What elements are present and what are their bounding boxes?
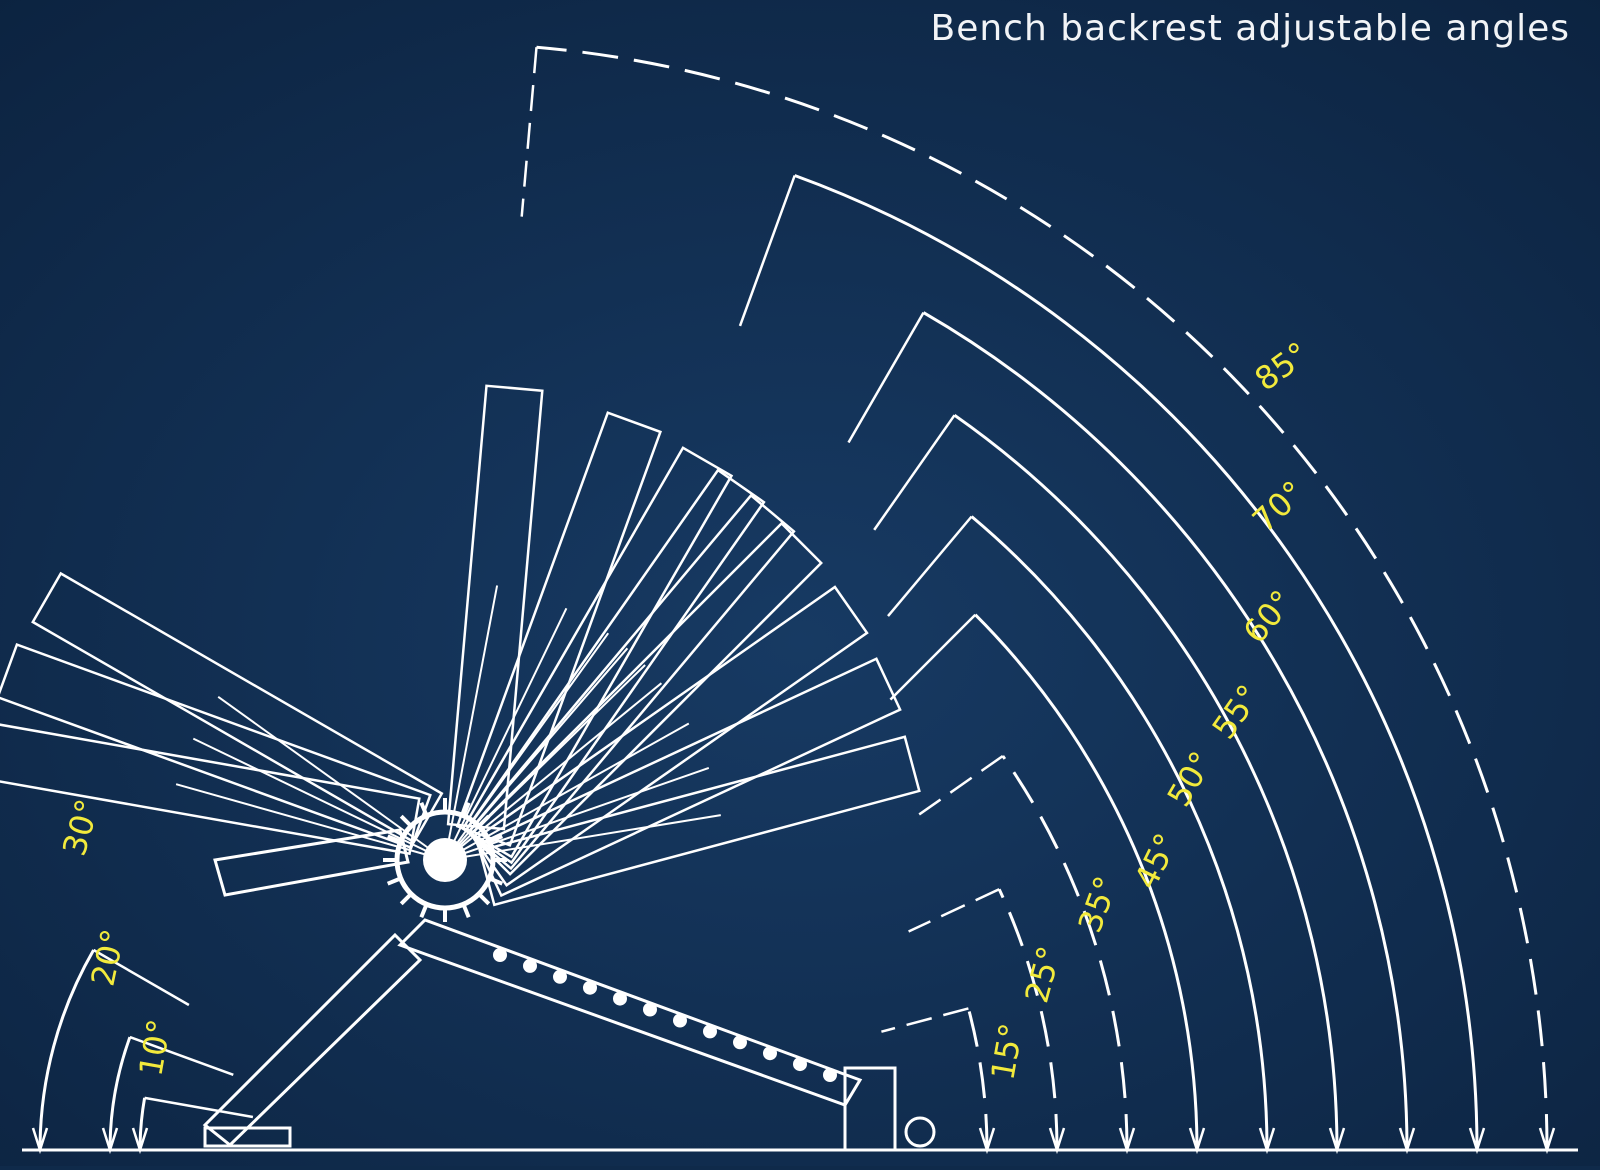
decline-leader-30 [92,948,190,1007]
backrest-pad-decline-30 [31,571,444,844]
decline-leader-10 [144,1096,254,1119]
gear-tooth [461,801,471,817]
gear-tooth [419,801,429,817]
incline-arc-55 [953,413,1339,1151]
incline-leader-50 [887,515,973,617]
incline-leader-45 [889,613,977,701]
decline-arc-30 [38,949,95,1151]
ladder-hole [733,1035,747,1050]
ladder-hole [583,980,597,995]
backrest-pad-incline-55 [463,468,766,865]
ladder-hole [643,1002,657,1017]
angle-arcs [31,45,1556,1155]
gear-tooth [477,814,491,828]
gear-tooth [399,892,413,906]
backrest-pad-decline-10 [0,723,421,856]
gear-tooth [386,834,402,844]
ladder-hole [553,969,567,984]
diagram-title: Bench backrest adjustable angles [930,8,1570,49]
incline-arc-85 [536,45,1549,1151]
ladder-hole [703,1024,717,1039]
decline-arc-20 [108,1036,132,1151]
backrest-fan [0,384,921,907]
incline-arc-35 [1001,755,1129,1151]
gear-tooth [477,892,491,906]
incline-leader-60 [847,311,925,444]
incline-leader-55 [873,414,956,531]
gear-tooth [461,903,471,919]
front-foot [203,1126,292,1148]
ladder-hole [673,1013,687,1028]
incline-arc-45 [974,613,1199,1151]
incline-leader-35 [911,754,1004,821]
gear-tooth [386,876,402,886]
pivot-hub [423,838,467,882]
incline-arc-15 [966,1008,989,1151]
incline-arc-50 [970,515,1269,1151]
incline-arc-25 [997,888,1059,1151]
incline-arc-70 [794,174,1479,1151]
seat-pad [213,828,410,897]
incline-leader-85 [520,47,538,217]
bench-frame [202,798,936,1152]
incline-leader-70 [738,175,796,327]
incline-arc-60 [922,311,1409,1151]
decline-leader-20 [129,1035,234,1076]
ladder-hole [763,1046,777,1061]
gear-tooth [399,814,413,828]
incline-leader-25 [908,888,1000,933]
ladder-hole [793,1057,807,1072]
gear-tooth [488,876,504,886]
ladder-hole [493,948,507,962]
gear-tooth [419,903,429,919]
main-rail [397,918,863,1107]
gear-tooth [488,834,504,844]
rear-wheel [904,1116,936,1148]
ladder-hole [523,958,537,973]
ladder-hole [613,991,627,1006]
incline-leader-15 [881,1007,969,1033]
ladder-hole [823,1068,837,1082]
backrest-pad-incline-85 [446,384,544,831]
